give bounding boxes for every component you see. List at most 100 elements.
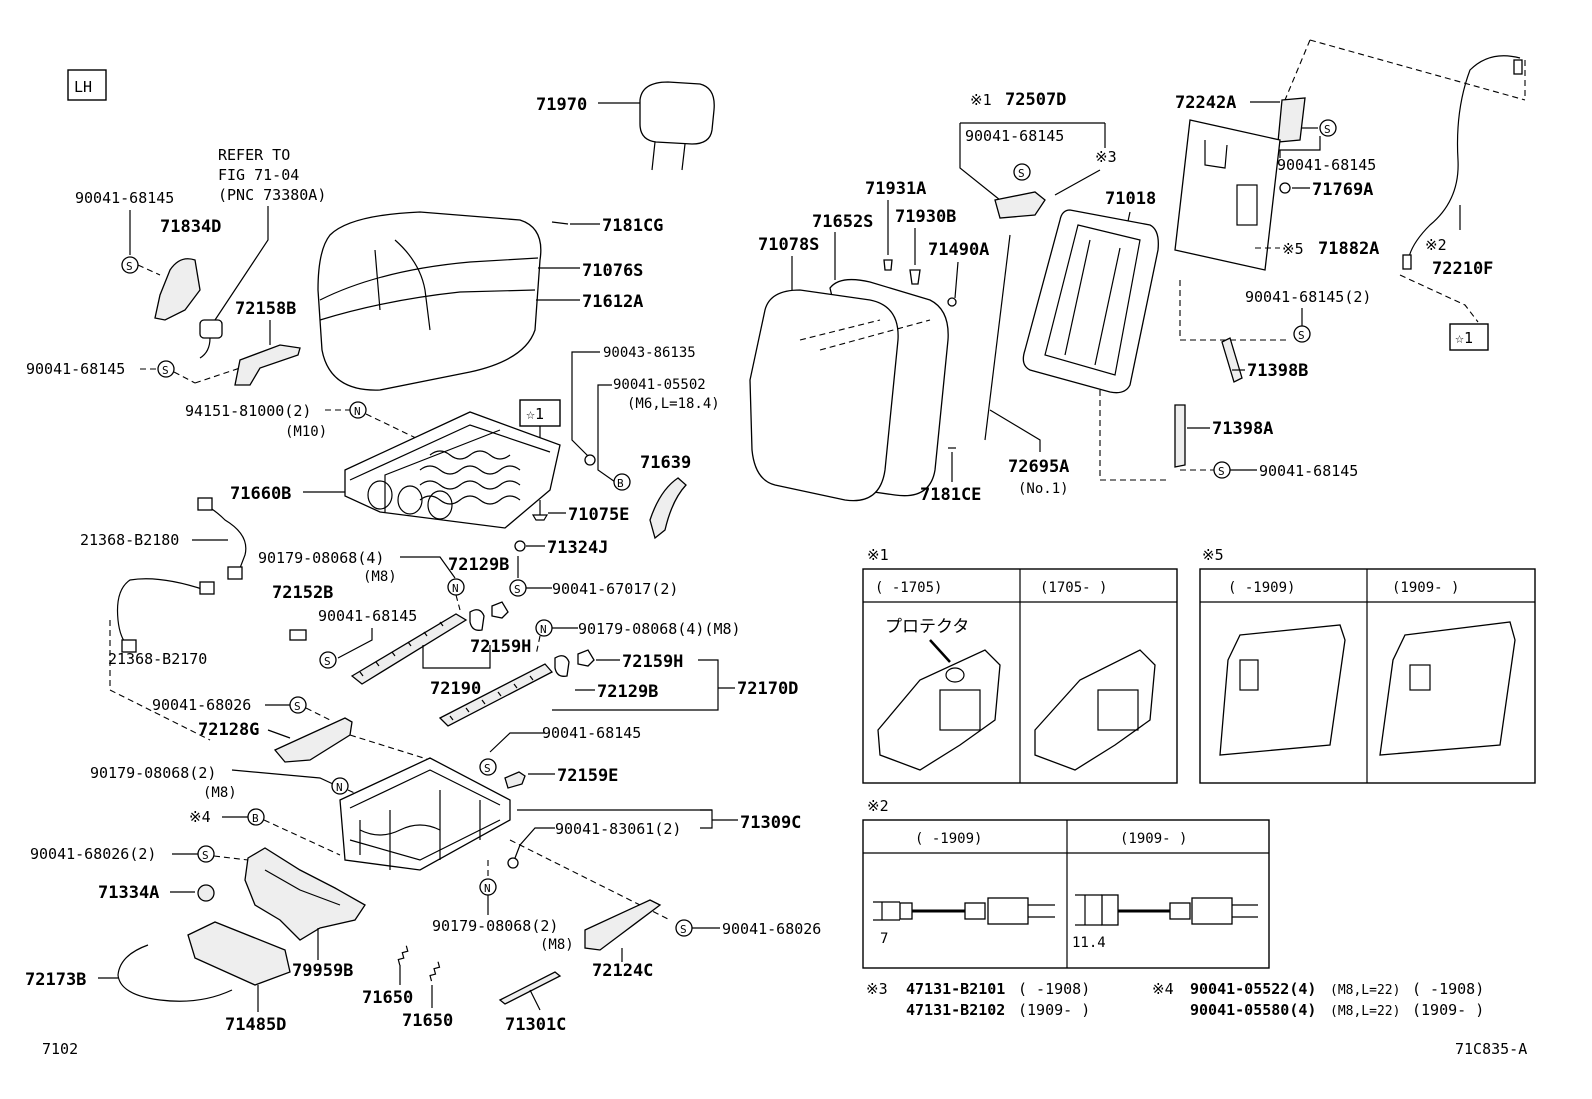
svg-text:S: S [324, 655, 331, 668]
label-90041-68145-f: 90041-68145 [1277, 156, 1376, 174]
svg-text:S: S [126, 260, 133, 273]
label-71398a: 71398A [1212, 419, 1273, 439]
inset1-protector-label: プロテクタ [885, 617, 969, 637]
label-71834d: 71834D [160, 217, 221, 237]
svg-text:S: S [294, 700, 301, 713]
inset5-title: ※5 [1202, 546, 1224, 564]
stay-71398b [1221, 337, 1243, 383]
seat-cushion-drawing [317, 211, 542, 391]
inset1-col1: ( -1705) [875, 580, 942, 596]
svg-text:N: N [336, 781, 343, 794]
note3-mark: ※3 [866, 980, 888, 998]
bracket-72158b [234, 344, 301, 386]
refer-note-line2: FIG 71-04 [218, 166, 299, 184]
label-71078s: 71078S [758, 235, 819, 255]
latch-72242a [1277, 97, 1306, 143]
wire-72173b [117, 944, 233, 1002]
label-m8-a: (M8) [363, 569, 397, 585]
label-90041-67017: 90041-67017(2) [552, 580, 678, 598]
label-71652s: 71652S [812, 212, 873, 232]
svg-text:S: S [1018, 167, 1025, 180]
label-71970: 71970 [536, 95, 587, 115]
inset2-cable-old [873, 897, 1055, 925]
label-7181cg: 7181CG [602, 216, 663, 236]
seatback-frame-71018 [1022, 209, 1159, 394]
bracket-72159e [504, 771, 526, 789]
label-71769a: 71769A [1312, 180, 1373, 200]
label-72170d: 72170D [737, 679, 798, 699]
label-72159h-b: 72159H [622, 652, 683, 672]
bolt-71930b [909, 269, 921, 285]
inset5-board-old [1219, 624, 1346, 756]
label-m8-b: (M8) [203, 785, 237, 801]
svg-text:B: B [617, 477, 624, 490]
label-72173b: 72173B [25, 970, 86, 990]
label-79959b: 79959B [292, 961, 353, 981]
nut-icon [584, 454, 596, 466]
label-71931a: 71931A [865, 179, 926, 199]
svg-text:S: S [202, 849, 209, 862]
cap-72129b-b [554, 655, 570, 677]
refer-leader [214, 206, 269, 321]
inset2-cable-new [1075, 894, 1258, 926]
label-71075e: 71075E [568, 505, 629, 525]
label-90043-86135: 90043-86135 [603, 345, 696, 361]
label-no1: (No.1) [1018, 481, 1069, 497]
svg-text:N: N [540, 623, 547, 636]
rod-72695a [984, 234, 1011, 441]
label-72210f: 72210F [1432, 259, 1493, 279]
inset1-title: ※1 [867, 546, 889, 564]
footer-right: 71C835-A [1455, 1040, 1527, 1058]
note4-line2-part: 90041-05580(4) [1190, 1001, 1316, 1019]
label-71334a: 71334A [98, 883, 159, 903]
label-72507d: 72507D [1005, 90, 1066, 110]
inset2-col2: (1909- ) [1120, 831, 1187, 847]
note3-line1-part: 47131-B2101 [906, 980, 1005, 998]
label-71485d: 71485D [225, 1015, 286, 1035]
b-mark-icon [613, 473, 631, 491]
svg-text:S: S [162, 364, 169, 377]
svg-text:S: S [514, 583, 521, 596]
cable-72210f [1407, 55, 1521, 263]
lh-label: LH [74, 78, 92, 96]
label-m8-c: (M8) [540, 937, 574, 953]
inset1-bracket-new [1034, 649, 1156, 771]
label-72158b: 72158B [235, 299, 296, 319]
bracket-72507d [994, 191, 1046, 219]
inset5-board-new [1379, 621, 1516, 756]
label-72159h-a: 72159H [470, 637, 531, 657]
label-m6-l18: (M6,L=18.4) [627, 396, 720, 412]
note4-mark-a: ※4 [189, 808, 211, 826]
inset2-box [862, 819, 1270, 969]
clip-72152b [289, 629, 307, 641]
svg-text:S: S [1324, 123, 1331, 136]
inset1-col2: (1705- ) [1040, 580, 1107, 596]
label-72242a: 72242A [1175, 93, 1236, 113]
note1-mark-a: ※1 [970, 91, 992, 109]
note3-line2-range: (1909- ) [1018, 1001, 1090, 1019]
harness-21368-b2180 [204, 504, 247, 569]
refer-note-line1: REFER TO [218, 146, 290, 164]
svg-text:N: N [354, 405, 361, 418]
strap-71301c [498, 971, 562, 1005]
note4-line2-spec: (M8,L=22) [1330, 1004, 1400, 1019]
svg-text:N: N [484, 882, 491, 895]
svg-text:S: S [484, 762, 491, 775]
label-90041-68026-a: 90041-68026 [152, 696, 251, 714]
label-71309c: 71309C [740, 813, 801, 833]
label-90179-08068-2-b: 90179-08068(2) [432, 917, 558, 935]
inset2-title: ※2 [867, 797, 889, 815]
board-71882a [1174, 119, 1281, 271]
label-72129b-b: 72129B [597, 682, 658, 702]
label-90041-68026-b: 90041-68026 [722, 920, 821, 938]
seat-rail-72190-upper [350, 613, 468, 685]
note2-mark-a: ※2 [1425, 236, 1447, 254]
svg-text:S: S [680, 923, 687, 936]
label-71490a: 71490A [928, 240, 989, 260]
label-72152b: 72152B [272, 583, 333, 603]
label-71930b: 71930B [895, 207, 956, 227]
note4-mark: ※4 [1152, 980, 1174, 998]
label-90041-68145-b: 90041-68145 [26, 360, 125, 378]
label-71660b: 71660B [230, 484, 291, 504]
